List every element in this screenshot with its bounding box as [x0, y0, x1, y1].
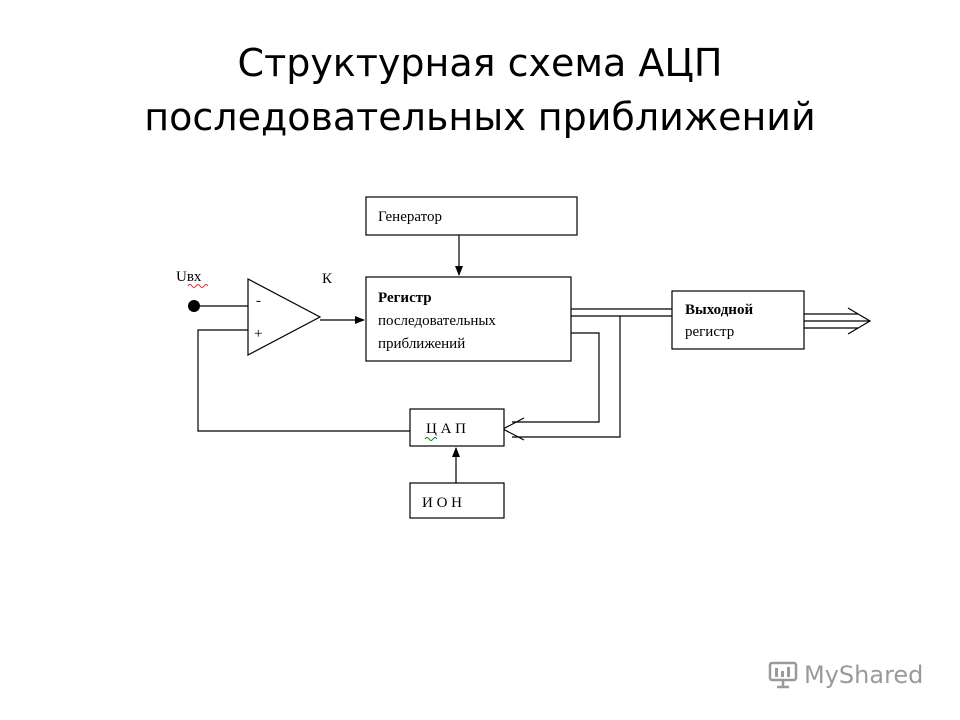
ion-label: И О Н — [422, 495, 462, 511]
output-bus-arrow — [804, 307, 872, 335]
comparator-plus-sign: + — [254, 326, 262, 342]
k-signal-label: К — [322, 271, 333, 287]
dac-label-underline — [424, 437, 438, 441]
generator-block: Генератор — [365, 196, 578, 236]
input-signal-label: Uвх — [176, 269, 202, 285]
ion-block: И О Н — [409, 482, 505, 519]
register-to-output-bus — [571, 308, 672, 317]
output-register-label-line2: регистр — [685, 324, 734, 340]
presentation-logo-icon — [768, 661, 798, 689]
slide-title: Структурная схема АЦП последовательных п… — [0, 36, 960, 144]
input-label-underline — [187, 284, 209, 288]
watermark-text: MyShared — [804, 661, 924, 689]
dac-label: Ц А П — [426, 421, 466, 437]
sar-register-block: Регистр последовательных приближений — [365, 276, 572, 362]
output-register-block: Выходной регистр — [671, 290, 805, 350]
dac-feedback-wire — [197, 329, 410, 432]
output-register-label-title: Выходной — [685, 302, 753, 318]
title-line-1: Структурная схема АЦП — [237, 41, 723, 85]
watermark: MyShared — [768, 657, 923, 693]
register-label-line2: последовательных — [378, 313, 496, 329]
generator-label: Генератор — [378, 209, 442, 225]
title-line-2: последовательных приближений — [144, 95, 816, 139]
comparator: - + — [247, 278, 322, 356]
register-label-title: Регистр — [378, 290, 432, 306]
register-label-line3: приближений — [378, 336, 465, 352]
dac-block: Ц А П — [409, 408, 505, 447]
comparator-minus-sign: - — [256, 293, 261, 309]
